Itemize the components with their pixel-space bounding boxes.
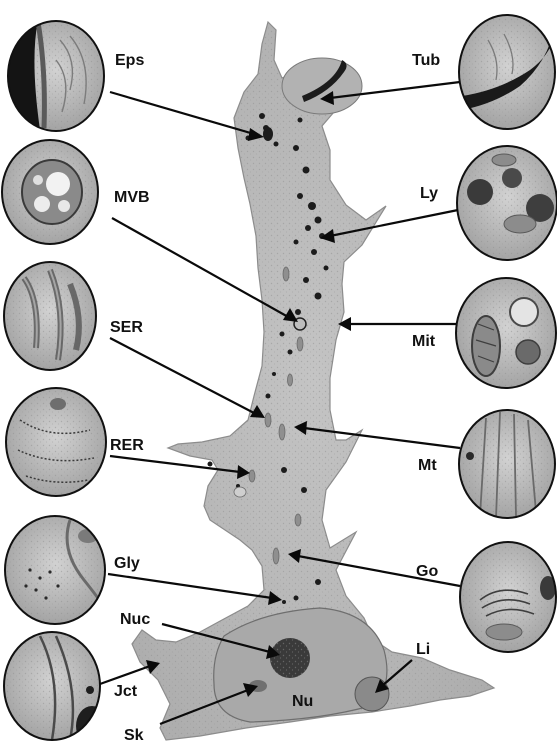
label-eps: Eps (115, 52, 144, 69)
label-go: Go (416, 563, 438, 580)
inset-go (460, 540, 557, 654)
cell-body (132, 22, 494, 740)
arrow-eps (110, 92, 254, 134)
label-gly: Gly (114, 555, 140, 572)
label-mt: Mt (418, 457, 437, 474)
inset-mit (456, 276, 557, 390)
label-ly: Ly (420, 185, 438, 202)
nucleolus-texture (270, 638, 310, 678)
inset-rer (4, 386, 108, 498)
label-tub: Tub (412, 52, 440, 69)
inset-ser (2, 260, 98, 372)
inset-eps (6, 20, 106, 132)
label-nuc: Nuc (120, 611, 150, 628)
label-li: Li (416, 641, 430, 658)
inset-jct (2, 630, 108, 746)
label-mvb: MVB (114, 189, 150, 206)
arrow-gly (108, 574, 272, 598)
label-sk: Sk (124, 727, 144, 744)
arrow-ser (110, 338, 256, 414)
inset-gly (4, 514, 108, 626)
label-jct: Jct (114, 683, 138, 700)
lipid-droplet (355, 677, 389, 711)
eps-in-cell (263, 127, 273, 141)
inset-mvb (2, 140, 100, 246)
inset-tub (458, 14, 557, 130)
inset-mt (458, 408, 557, 520)
arrow-jct (100, 666, 150, 684)
label-nu: Nu (292, 693, 313, 710)
label-ser: SER (110, 319, 143, 336)
label-mit: Mit (412, 333, 436, 350)
inset-ly (456, 144, 557, 262)
label-rer: RER (110, 437, 144, 454)
